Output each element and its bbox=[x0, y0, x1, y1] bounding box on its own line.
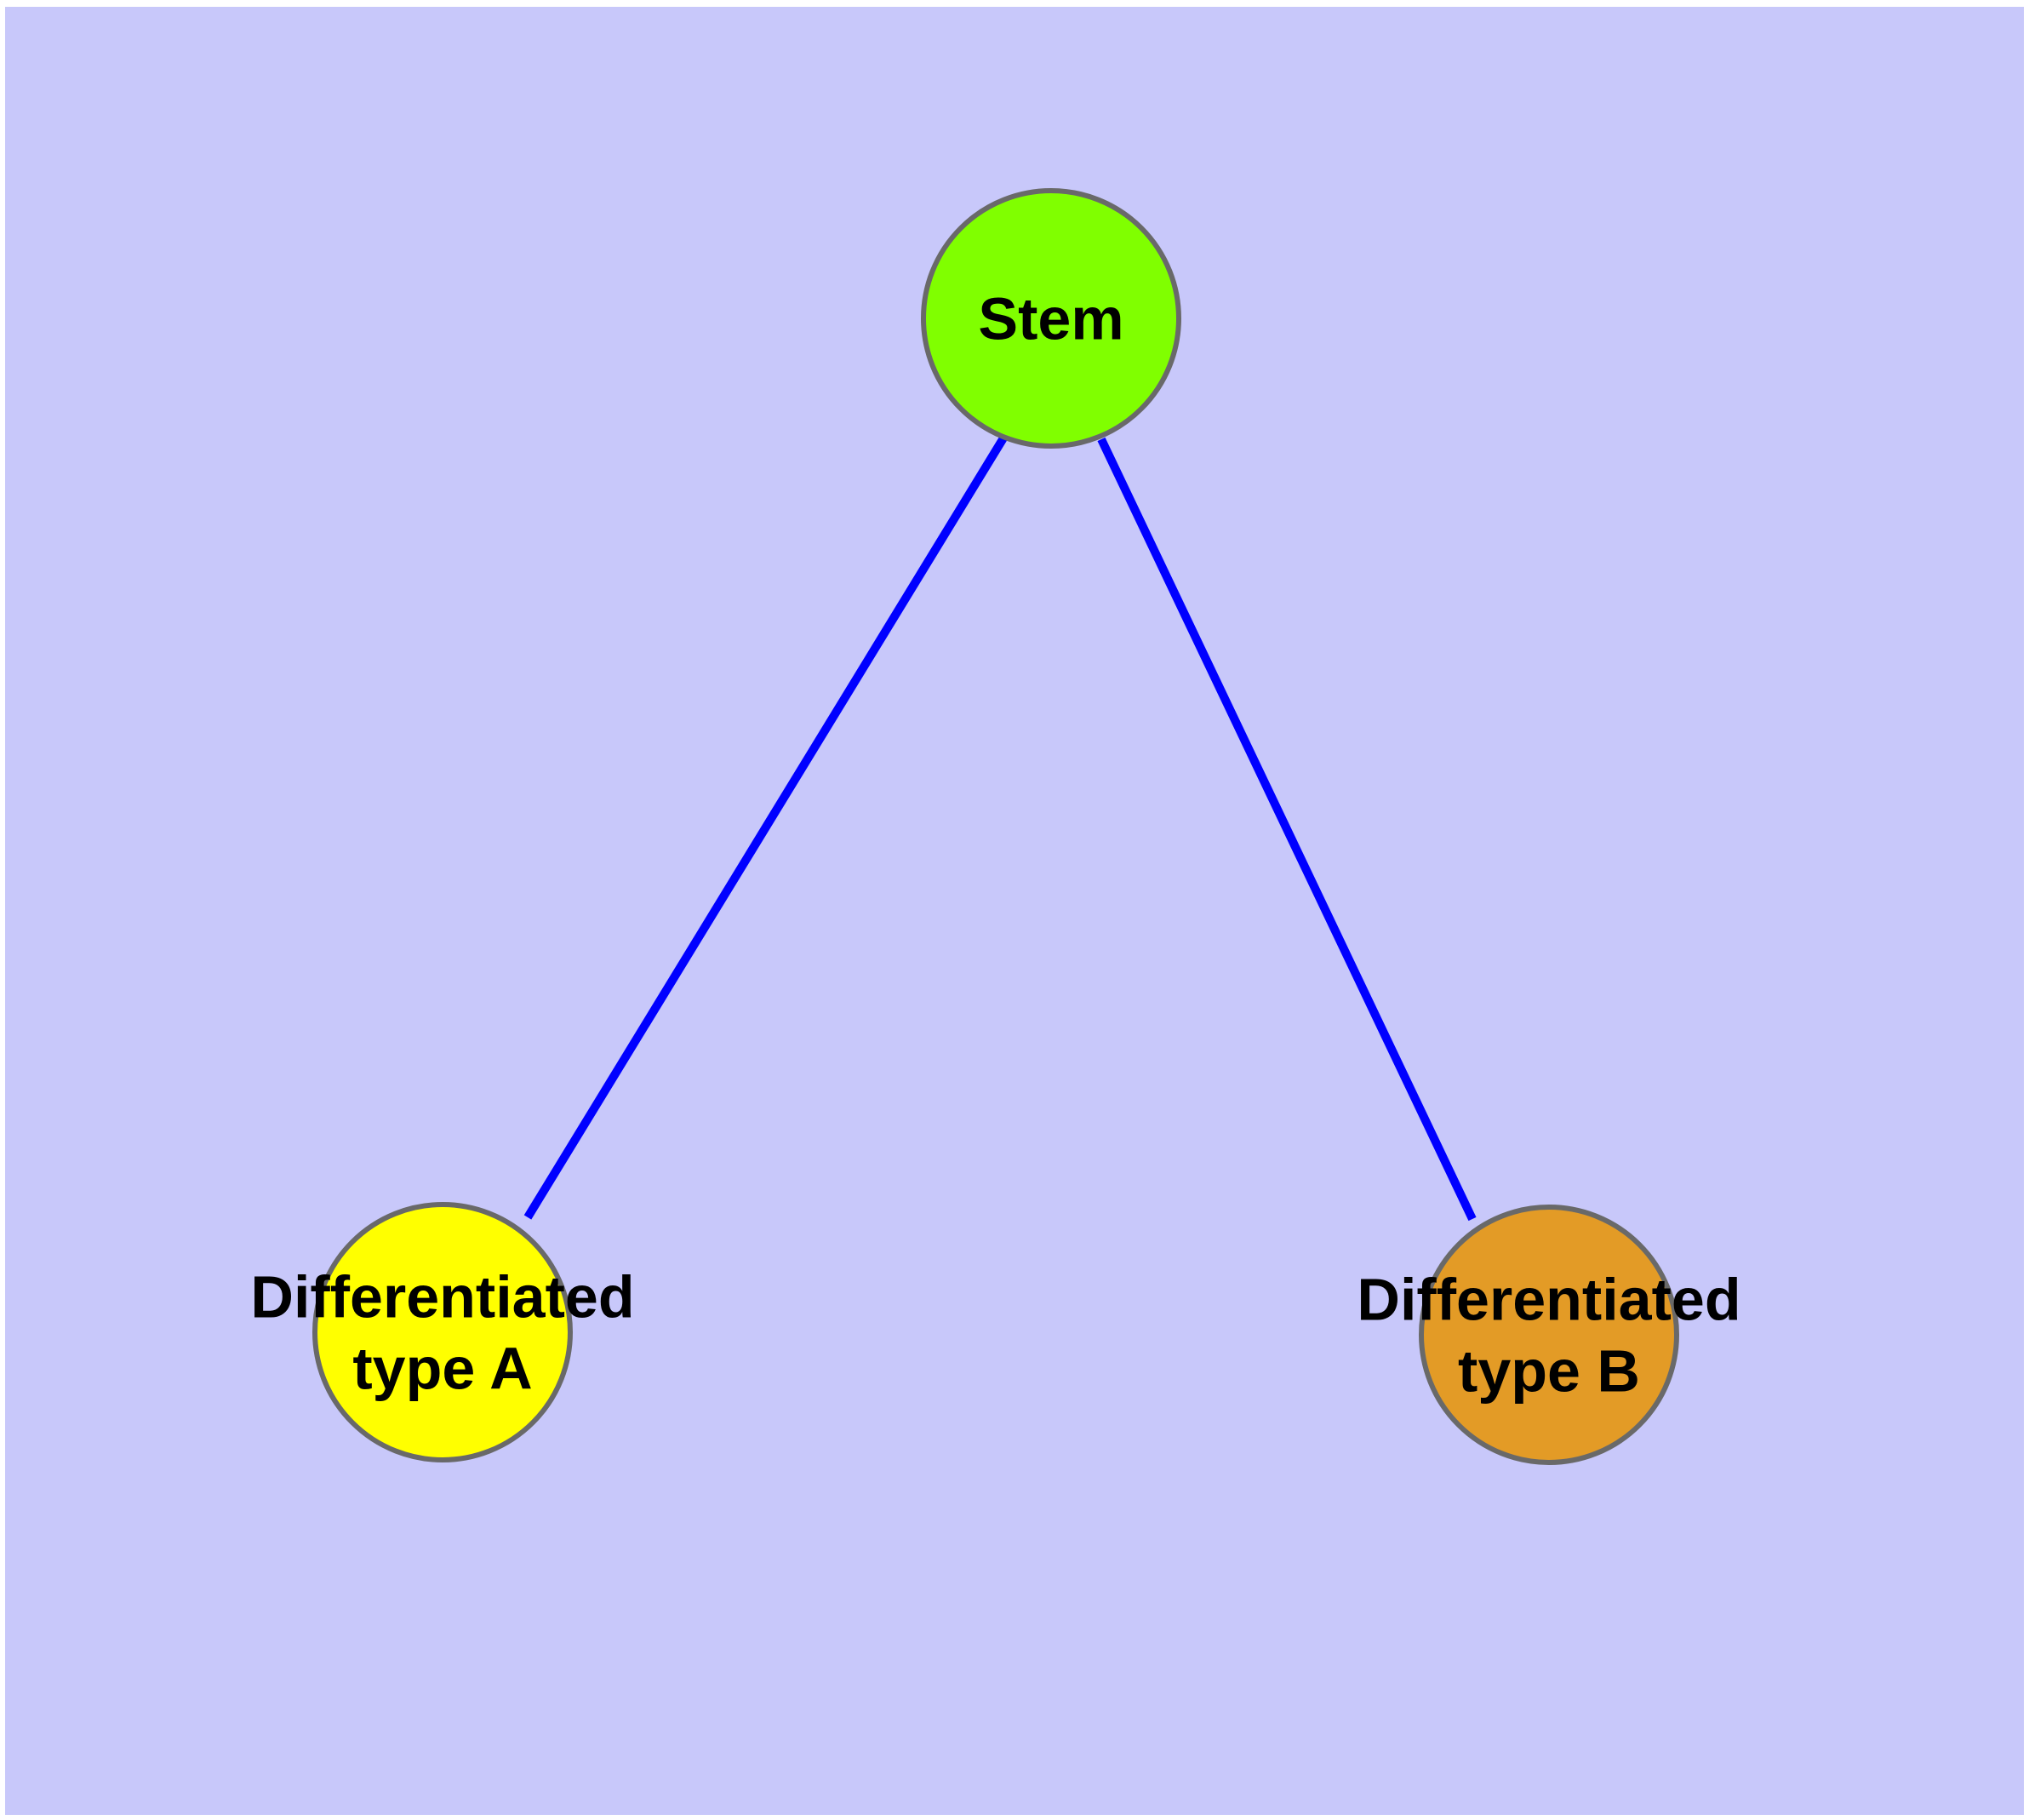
node-label-line: Differentiated bbox=[1357, 1267, 1740, 1333]
edge-stem-to-diff-a[interactable] bbox=[523, 434, 1009, 1220]
node-label-line: Differentiated bbox=[250, 1264, 634, 1331]
node-stem[interactable] bbox=[921, 188, 1181, 449]
edges-layer bbox=[523, 434, 1477, 1222]
node-label-line: type B bbox=[1458, 1338, 1640, 1405]
node-label-line: type A bbox=[352, 1336, 532, 1402]
node-circle-diff-b[interactable] bbox=[1419, 1205, 1679, 1465]
node-diff-b[interactable] bbox=[1419, 1205, 1679, 1465]
node-circle-diff-a[interactable] bbox=[312, 1202, 573, 1462]
node-label-line: Stem bbox=[978, 286, 1123, 352]
node-label-stem: Stem bbox=[978, 286, 1123, 352]
node-diff-a[interactable] bbox=[312, 1202, 573, 1462]
nodes-layer bbox=[312, 188, 1679, 1465]
node-circle-stem[interactable] bbox=[921, 188, 1181, 449]
edge-stem-to-diff-b[interactable] bbox=[1097, 437, 1477, 1222]
